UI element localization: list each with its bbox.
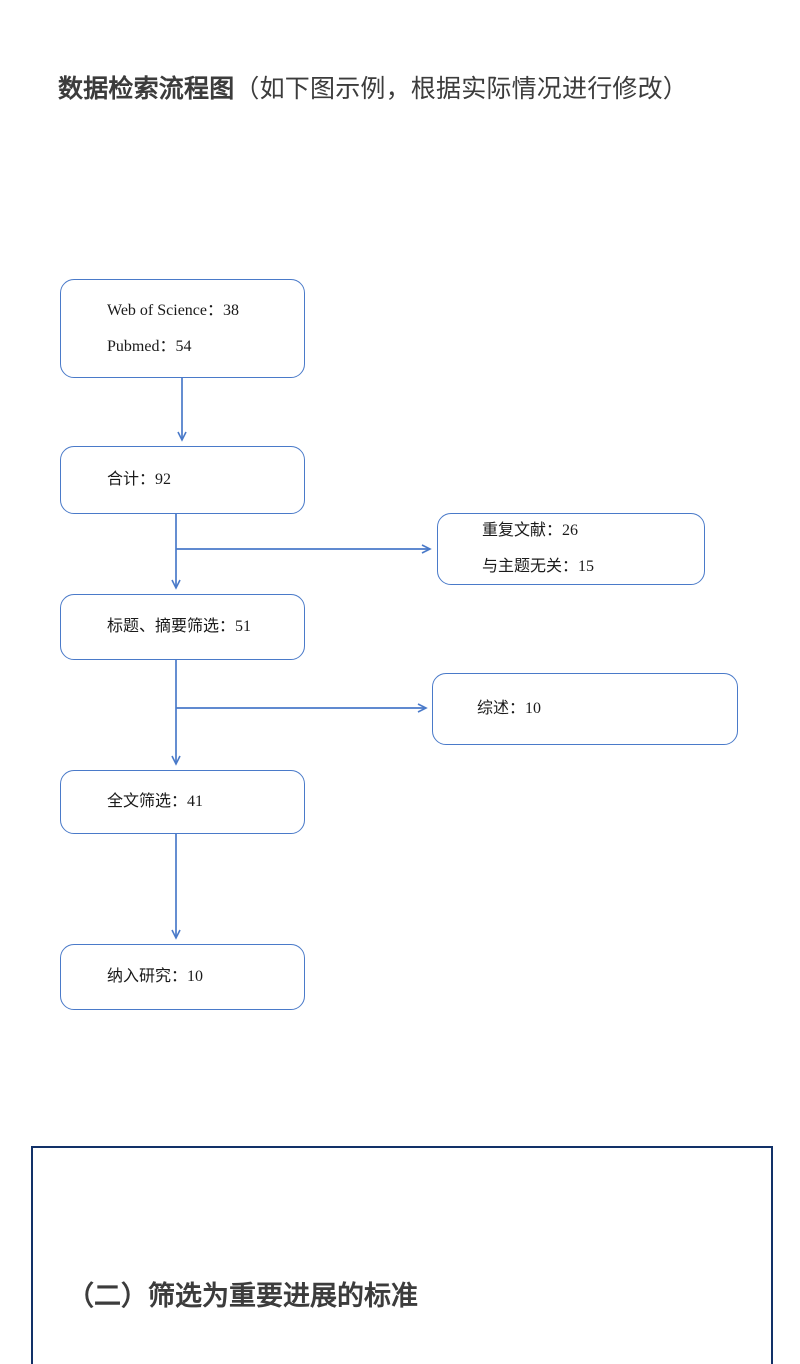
flow-node-line: 合计：92 [107, 471, 172, 488]
flow-node-line: Web of Science：38 [107, 301, 240, 319]
flow-node-line: 全文筛选：41 [107, 793, 204, 810]
section-frame: （二）筛选为重要进展的标准 [31, 1146, 773, 1364]
data-retrieval-flowchart: Web of Science：38 Pubmed：54 合计：92 重复文献：2… [60, 279, 738, 1010]
flow-node-total-records[interactable]: 合计：92 [60, 446, 305, 514]
flowchart-connectors [171, 378, 432, 940]
flow-node-database-sources[interactable]: Web of Science：38 Pubmed：54 [60, 279, 305, 378]
page-title-rest: （如下图示例，根据实际情况进行修改） [234, 75, 689, 103]
flow-node-line: 综述：10 [477, 700, 542, 717]
flow-node-line: 标题、摘要筛选：51 [107, 618, 252, 635]
flow-node-excluded-duplicates[interactable]: 重复文献：26 与主题无关：15 [437, 513, 705, 585]
page-title: 数据检索流程图（如下图示例，根据实际情况进行修改） [58, 58, 758, 120]
flow-node-excluded-reviews[interactable]: 综述：10 [432, 673, 738, 745]
flow-node-line: 纳入研究：10 [107, 968, 204, 985]
page-title-bold: 数据检索流程图 [58, 75, 235, 103]
flow-node-line: Pubmed：54 [107, 337, 192, 355]
flow-node-line: 重复文献：26 [482, 522, 579, 539]
flow-node-line: 与主题无关：15 [482, 558, 595, 575]
section-heading: （二）筛选为重要进展的标准 [67, 1281, 418, 1311]
flow-node-fulltext-screening[interactable]: 全文筛选：41 [60, 770, 305, 834]
flow-node-title-abstract-screening[interactable]: 标题、摘要筛选：51 [60, 594, 305, 660]
flow-node-included-studies[interactable]: 纳入研究：10 [60, 944, 305, 1010]
